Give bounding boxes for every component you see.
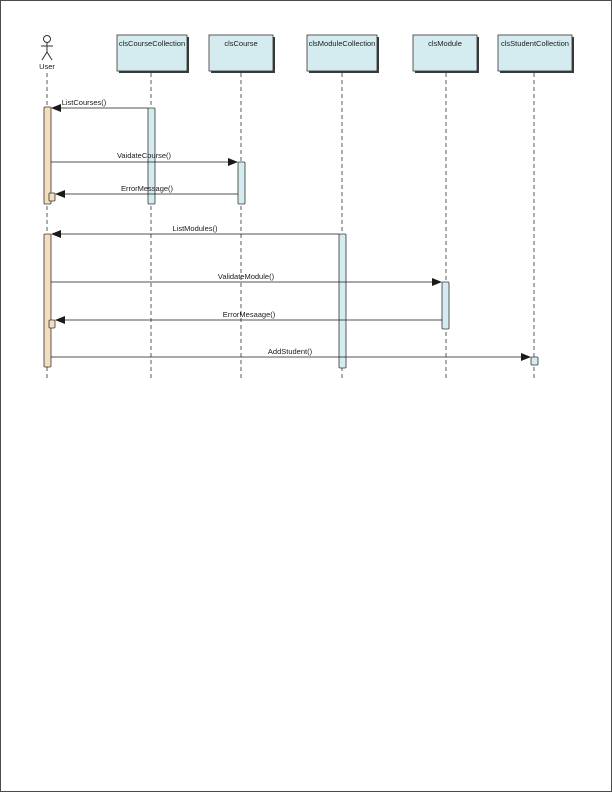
lifeline-label: clsModuleCollection (309, 39, 376, 48)
actor-label: User (39, 62, 55, 71)
activation-bars (43, 106, 539, 369)
lifeline-label: clsStudentCollection (501, 39, 569, 48)
activation-clsstudentcollection (530, 356, 539, 366)
lifeline-header-clsstudentcollection: clsStudentCollection (497, 34, 574, 73)
actor-user: User (39, 35, 55, 71)
message-arrows (51, 104, 531, 361)
message-label: AddStudent() (268, 347, 313, 356)
lifeline-header-clsmodule: clsModule (412, 34, 479, 73)
activation-clsmodulecollection (338, 233, 347, 369)
message-label: VaidateCourse() (117, 151, 172, 160)
activation-clscourse (237, 161, 246, 205)
message-label: ListCourses() (62, 98, 107, 107)
message-label: ListModules() (172, 224, 218, 233)
lifeline-label: clsCourseCollection (119, 39, 185, 48)
message-label: ValidateModule() (218, 272, 275, 281)
lifeline-label: clsModule (428, 39, 462, 48)
activation-user-2 (43, 233, 52, 368)
stick-figure-icon (41, 35, 53, 61)
message-label: ErrorMessage() (121, 184, 174, 193)
lifeline-label: clsCourse (224, 39, 257, 48)
lifeline-header-clsmodulecollection: clsModuleCollection (306, 34, 379, 73)
activation-clsmodule (441, 281, 450, 330)
lifelines (46, 73, 535, 378)
activation-clscoursecollection (147, 107, 156, 205)
activation-user-self-1 (48, 192, 56, 202)
lifeline-header-clscoursecollection: clsCourseCollection (116, 34, 189, 73)
activation-user-self-2 (48, 319, 56, 329)
lifeline-header-clscourse: clsCourse (208, 34, 275, 73)
activation-user-1 (43, 106, 52, 205)
message-label: ErrorMesaage() (223, 310, 276, 319)
